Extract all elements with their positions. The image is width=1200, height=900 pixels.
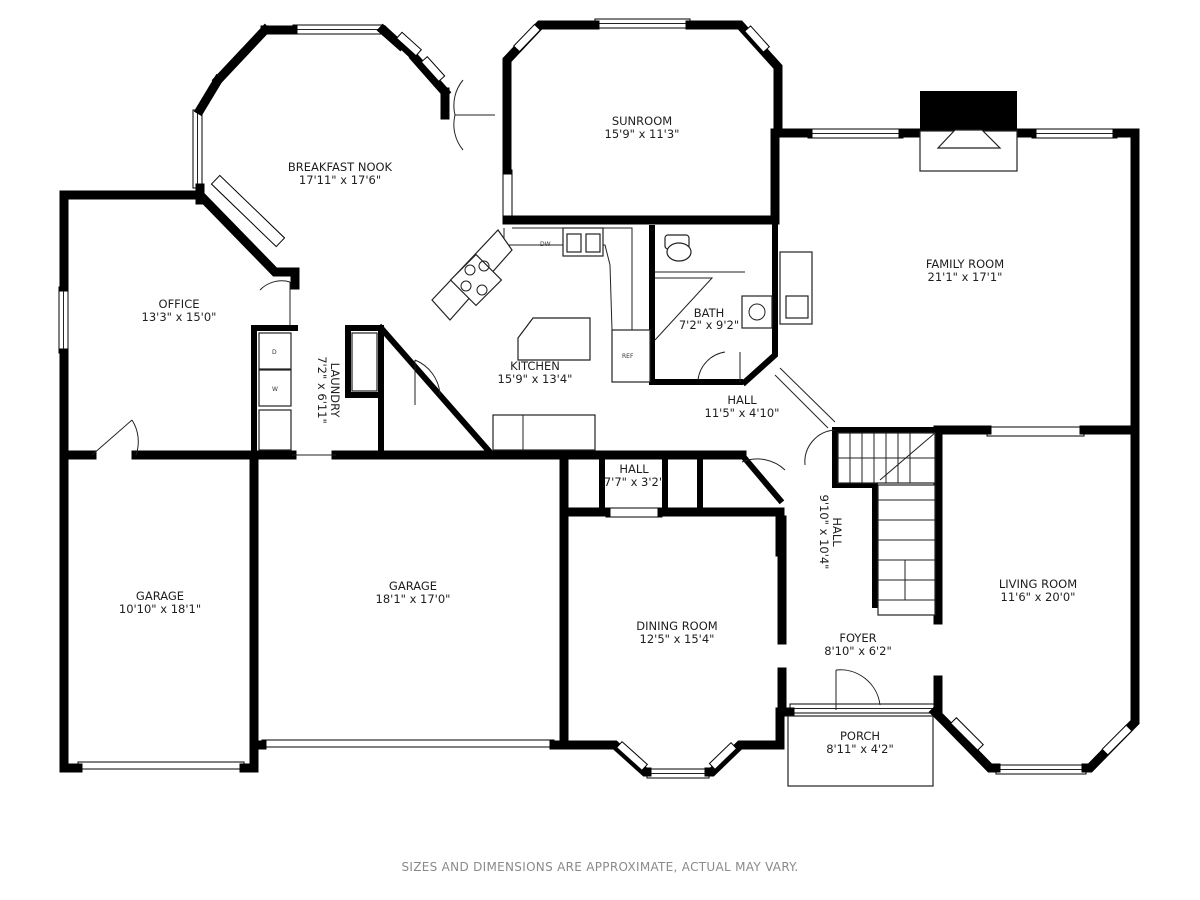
porch-dim: 8'11" x 4'2" — [826, 742, 894, 756]
disclaimer-text: SIZES AND DIMENSIONS ARE APPROXIMATE, AC… — [401, 860, 799, 874]
office-dim: 13'3" x 15'0" — [142, 310, 217, 324]
angled-windows — [210, 23, 1133, 772]
living-room-dim: 11'6" x 20'0" — [1001, 590, 1076, 604]
foyer-name: FOYER — [839, 631, 876, 645]
laundry-fixtures: D W — [258, 332, 378, 451]
sunroom-dim: 15'9" x 11'3" — [605, 127, 680, 141]
kitchen-name: KITCHEN — [510, 359, 560, 373]
bath-dim: 7'2" x 9'2" — [679, 318, 739, 332]
hall-main-dim: 11'5" x 4'10" — [705, 406, 780, 420]
hall-small-dim: 7'7" x 3'2" — [604, 475, 664, 489]
hall-vertical-dim: 9'10" x 10'4" — [817, 495, 831, 570]
doors — [91, 79, 881, 710]
dw-label: DW — [540, 241, 551, 248]
hall-small-name: HALL — [619, 462, 649, 476]
porch-name: PORCH — [840, 729, 880, 743]
kitchen-fixtures: DW REF — [431, 227, 652, 451]
dryer-label: D — [272, 349, 277, 356]
garage-right-name: GARAGE — [389, 579, 437, 593]
dining-room-dim: 12'5" x 15'4" — [640, 632, 715, 646]
sunroom-name: SUNROOM — [612, 114, 672, 128]
stairs — [837, 432, 936, 616]
garage-left-name: GARAGE — [136, 589, 184, 603]
garage-left-dim: 10'10" x 18'1" — [119, 602, 201, 616]
room-labels: BREAKFAST NOOK 17'11" x 17'6" SUNROOM 15… — [119, 114, 1077, 756]
dining-room-name: DINING ROOM — [636, 619, 717, 633]
washer-label: W — [272, 386, 278, 393]
bath-name: BATH — [694, 306, 725, 320]
hall-vertical-name: HALL — [830, 517, 844, 547]
porch-area — [787, 715, 934, 787]
bath-fixtures — [654, 234, 813, 341]
foyer-dim: 8'10" x 6'2" — [824, 644, 892, 658]
ref-label: REF — [622, 353, 634, 360]
fireplace — [919, 129, 1018, 172]
laundry-dim: 7'2" x 6'11" — [315, 356, 329, 424]
kitchen-dim: 15'9" x 13'4" — [498, 372, 573, 386]
office-name: OFFICE — [159, 297, 200, 311]
living-room-name: LIVING ROOM — [999, 577, 1077, 591]
laundry-name: LAUNDRY — [328, 363, 342, 419]
family-room-dim: 21'1" x 17'1" — [928, 270, 1003, 284]
breakfast-nook-dim: 17'11" x 17'6" — [299, 173, 381, 187]
hall-main-name: HALL — [727, 393, 757, 407]
breakfast-nook-name: BREAKFAST NOOK — [288, 160, 393, 174]
garage-right-dim: 18'1" x 17'0" — [376, 592, 451, 606]
family-room-name: FAMILY ROOM — [926, 257, 1004, 271]
